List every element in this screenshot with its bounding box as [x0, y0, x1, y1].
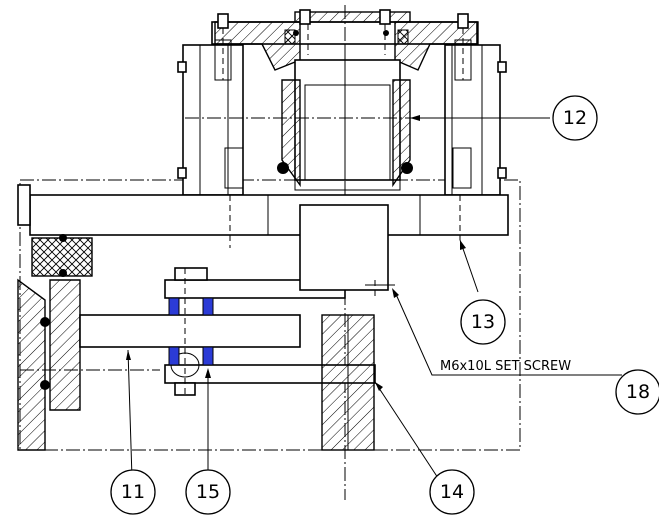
- base-plate: [17, 184, 509, 248]
- callout-18: 18: [615, 369, 659, 415]
- bearing-housing: [177, 5, 520, 500]
- callout-label: 12: [563, 107, 587, 129]
- callout-label: 15: [196, 481, 220, 503]
- pin-bushing-bottom: [202, 346, 214, 366]
- left-wall: [17, 234, 160, 451]
- callout-label: 14: [440, 481, 464, 503]
- shaft: [299, 204, 395, 451]
- set-screw-note: M6x10L SET SCREW: [440, 359, 571, 374]
- pin-bushing-top: [202, 297, 214, 316]
- callout-label: 18: [626, 381, 650, 403]
- pin-bushing-top: [168, 297, 180, 316]
- pin-assembly: [168, 267, 214, 396]
- callout-15: 15: [185, 469, 231, 515]
- pin-bushing-bottom: [168, 346, 180, 366]
- callout-12: 12: [552, 95, 598, 141]
- leader-lines: [126, 115, 622, 479]
- callout-label: 11: [121, 481, 145, 503]
- callout-11: 11: [110, 469, 156, 515]
- callout-label: 13: [471, 311, 495, 333]
- callout-13: 13: [460, 299, 506, 345]
- callout-14: 14: [429, 469, 475, 515]
